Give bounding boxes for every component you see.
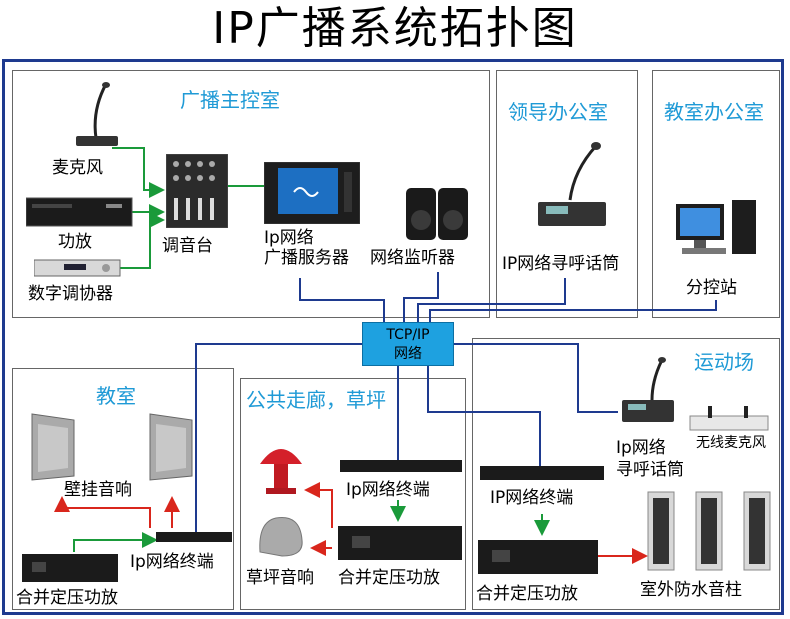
- computer-icon: [676, 200, 756, 254]
- room-title-teacher: 教室办公室: [664, 100, 764, 124]
- label-server-line1: Ip网络: [264, 228, 314, 248]
- ip-terminal-icon: [480, 466, 604, 480]
- outdoor-column-speaker-icon: [647, 491, 771, 571]
- label-corridor-terminal: Ip网络终端: [346, 480, 430, 500]
- digital-tuner-icon: [34, 259, 121, 277]
- label-classroom-amp: 合并定压功放: [16, 588, 118, 608]
- room-leader: [496, 70, 638, 318]
- label-outdoor-column: 室外防水音柱: [640, 580, 742, 600]
- label-field-pager-line1: Ip网络: [616, 438, 666, 458]
- combined-amplifier-icon: [338, 526, 462, 560]
- label-wall-speaker: 壁挂音响: [64, 480, 132, 500]
- label-amplifier: 功放: [58, 232, 92, 252]
- tcp-ip-network-hub: TCP/IP 网络: [362, 322, 454, 366]
- diagram-frame: [2, 59, 784, 615]
- combined-amplifier-icon: [478, 540, 598, 574]
- label-leader-paging-mic: IP网络寻呼话筒: [502, 254, 620, 274]
- wireless-microphone-icon: [689, 406, 769, 431]
- microphone-icon: [76, 82, 118, 146]
- hub-label-line1: TCP/IP: [386, 327, 430, 343]
- label-lawn-speaker: 草坪音响: [246, 568, 314, 588]
- hub-label-line2: 网络: [394, 346, 422, 362]
- label-classroom-terminal: Ip网络终端: [130, 552, 214, 572]
- wall-speaker-icon: [31, 413, 75, 481]
- room-title-classroom: 教室: [96, 384, 136, 408]
- rock-lawn-speaker-icon: [259, 516, 303, 557]
- page-title: IP广播系统拓扑图: [212, 3, 578, 54]
- broadcast-server-icon: [264, 162, 360, 224]
- wall-speaker-icon: [149, 413, 193, 481]
- network-monitor-speaker-icon: [406, 188, 468, 240]
- mushroom-lawn-speaker-icon: [260, 449, 302, 494]
- paging-microphone-icon: [622, 357, 674, 422]
- label-wireless-mic: 无线麦克风: [696, 435, 766, 451]
- room-title-field: 运动场: [694, 350, 754, 374]
- room-title-leader: 领导办公室: [508, 100, 608, 124]
- label-digital-tuner: 数字调协器: [28, 284, 113, 304]
- label-field-terminal: IP网络终端: [490, 488, 574, 508]
- ip-terminal-icon: [340, 460, 462, 472]
- mixer-icon: [166, 154, 228, 228]
- paging-microphone-icon: [538, 142, 606, 226]
- label-server-line2: 广播服务器: [264, 248, 349, 268]
- room-title-corridor: 公共走廊，草坪: [246, 388, 386, 412]
- room-teacher: [652, 70, 780, 318]
- label-field-amp: 合并定压功放: [476, 584, 578, 604]
- ip-terminal-icon: [156, 532, 232, 542]
- label-corridor-amp: 合并定压功放: [338, 568, 440, 588]
- label-teacher-substation: 分控站: [686, 278, 737, 298]
- network-lines: [195, 272, 717, 532]
- amplifier-icon: [26, 197, 133, 227]
- label-mixer: 调音台: [162, 236, 213, 256]
- label-network-monitor: 网络监听器: [370, 248, 455, 268]
- room-title-control: 广播主控室: [180, 88, 280, 112]
- label-microphone: 麦克风: [52, 158, 103, 178]
- combined-amplifier-icon: [22, 554, 118, 582]
- label-field-pager-line2: 寻呼话筒: [616, 460, 684, 480]
